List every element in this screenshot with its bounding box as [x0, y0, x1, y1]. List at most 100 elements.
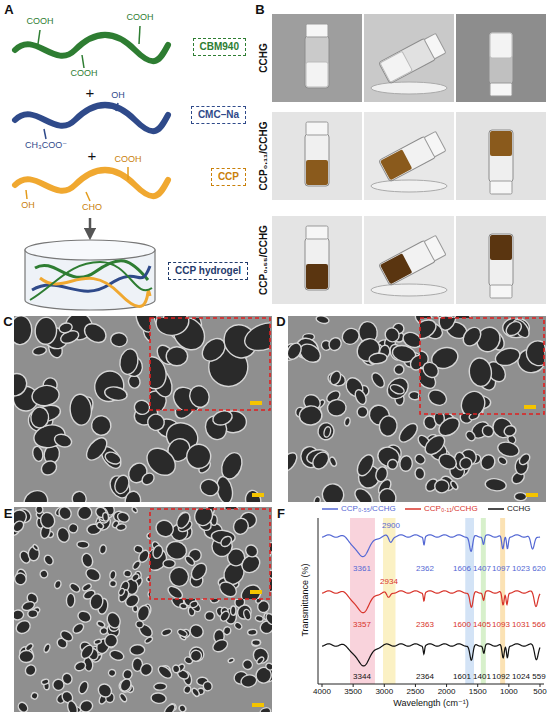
sem-image — [96, 681, 114, 699]
vial-photo — [371, 82, 447, 94]
peak-label: 1606 — [453, 565, 471, 574]
sem-image — [392, 363, 406, 377]
peak-label: 1601 — [453, 673, 471, 682]
sem-image — [154, 318, 190, 338]
sem-image — [83, 434, 111, 464]
sem-image — [14, 316, 272, 502]
sem-image — [378, 415, 399, 438]
sem-image — [176, 628, 188, 638]
vial-photo — [379, 131, 447, 182]
polymer-chains — [86, 192, 90, 201]
box-label: CMC–Na — [198, 109, 239, 121]
panel-letter: E — [4, 507, 13, 521]
panel-letter: A — [4, 3, 13, 17]
vial-photo — [456, 112, 546, 200]
hydrogel-cylinder — [25, 240, 155, 310]
hydrogel-cylinder — [30, 262, 152, 300]
axis-tick — [415, 684, 416, 687]
panel-letter: F — [277, 507, 285, 521]
panel-letter: C — [3, 315, 12, 329]
sem-image — [150, 318, 192, 339]
legend-swatch — [405, 509, 421, 511]
vial-photo — [306, 62, 328, 87]
sem-image — [80, 552, 94, 568]
polymer-chains — [127, 167, 129, 180]
vial-photo — [364, 14, 454, 102]
group-label: COOH — [115, 155, 142, 165]
vial-photo — [272, 112, 362, 200]
vial-photo — [489, 32, 513, 84]
sem-image — [169, 567, 188, 587]
vial-photo — [364, 112, 454, 200]
sem-image — [468, 357, 493, 388]
vial-photo — [379, 235, 447, 286]
sem-image — [32, 544, 39, 551]
peak-label: 1031 — [512, 621, 530, 630]
sem-image — [51, 677, 67, 693]
tick-label: 2000 — [438, 688, 456, 697]
sem-image — [102, 512, 109, 521]
polymer-chains — [82, 55, 84, 68]
vial-photo — [490, 131, 512, 156]
sem-image — [146, 412, 166, 432]
sem-image — [198, 477, 220, 497]
vial-photo — [306, 264, 328, 289]
sem-image — [71, 622, 85, 636]
spectrum-line — [322, 535, 540, 557]
sem-image — [238, 581, 264, 599]
sem-image — [480, 423, 496, 439]
sem-image — [35, 317, 58, 345]
axis-tick — [508, 684, 509, 687]
sem-image — [14, 519, 26, 534]
vial-photo — [306, 160, 328, 185]
sem-image — [28, 610, 38, 618]
sem-image — [420, 359, 441, 380]
sem-image — [264, 612, 272, 626]
sem-image — [109, 570, 116, 580]
sem-image — [53, 432, 73, 449]
sem-image — [14, 609, 24, 621]
axis-title: Transmittance (%) — [301, 563, 311, 636]
sem-image — [136, 621, 144, 628]
sem-image — [89, 593, 105, 611]
scale-bar — [250, 590, 262, 594]
sem-image — [79, 643, 95, 661]
sem-image — [389, 383, 406, 396]
vial-photos — [272, 14, 546, 304]
sem-image — [504, 319, 525, 339]
scale-bar — [250, 401, 262, 405]
sem-image — [161, 628, 173, 637]
sem-image — [81, 320, 109, 346]
sem-image — [150, 692, 166, 704]
sem-image — [107, 668, 117, 677]
sem-image — [124, 490, 142, 502]
group-label: OH — [21, 201, 35, 211]
sem-image — [72, 491, 87, 502]
sem-image — [14, 316, 272, 502]
sem-image — [420, 318, 544, 414]
highlight-band — [383, 518, 395, 684]
sem-image — [21, 600, 36, 612]
spectrum-line — [322, 591, 540, 613]
sem-image — [184, 555, 196, 567]
vial-photo — [379, 33, 447, 84]
sem-image — [118, 587, 126, 596]
sem-image — [16, 700, 29, 712]
peak-label: 1097 — [492, 565, 510, 574]
legend-entry: CCP₀.₅₅/CCHG — [322, 505, 396, 514]
row-label: CCP₀.₁₁/CCHG — [258, 122, 269, 191]
group-label: COOH — [127, 13, 154, 23]
peak-label: 1093 — [492, 621, 510, 630]
sem-image — [374, 466, 389, 483]
legend-entry: CCP₀.₁₁/CCHG — [405, 505, 478, 514]
sem-image — [265, 662, 272, 672]
sem-image — [240, 673, 258, 688]
peak-label: 2363 — [416, 621, 434, 630]
sem-image — [192, 509, 216, 528]
sem-image — [41, 678, 50, 685]
row-label: CCP₀.₅₅/CCHG — [258, 225, 269, 295]
sem-image — [183, 685, 192, 695]
chart-axis — [318, 518, 544, 684]
sem-image — [59, 629, 75, 644]
sem-image — [109, 649, 125, 662]
